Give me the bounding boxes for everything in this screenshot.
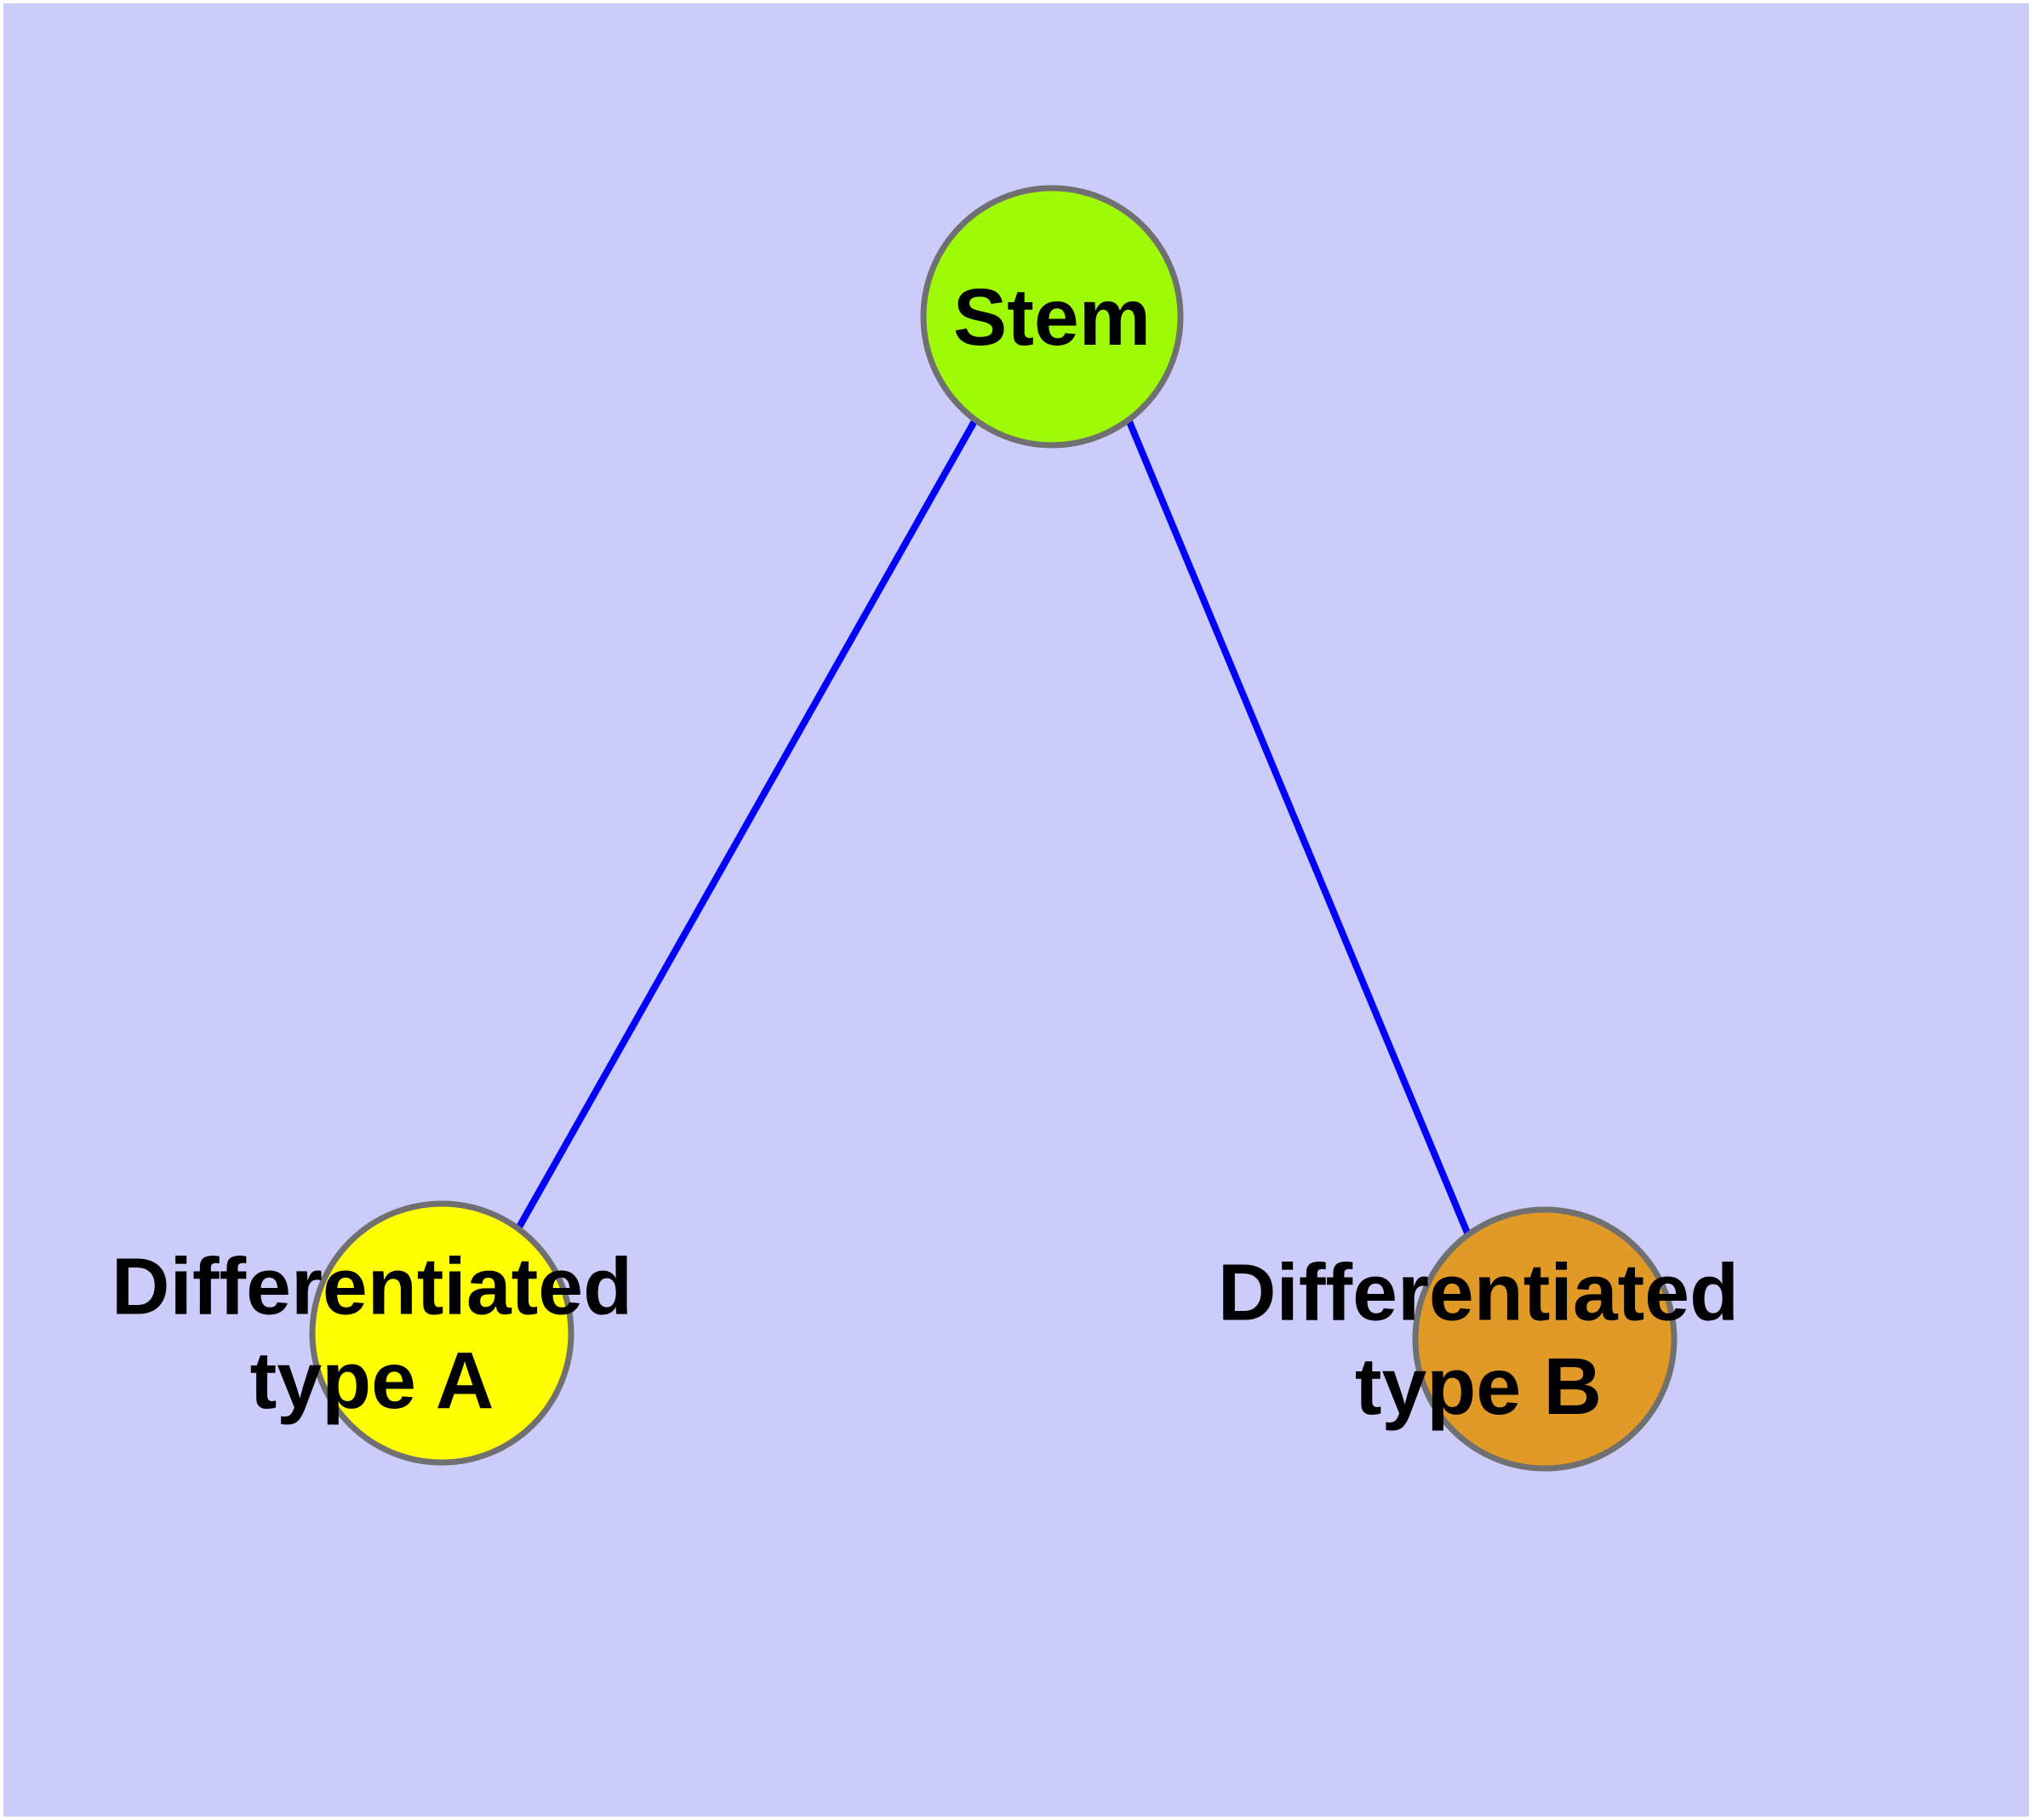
node-label-line: type A	[250, 1336, 494, 1426]
edge-layer	[514, 418, 1472, 1239]
node-label-line: Differentiated	[111, 1242, 632, 1332]
node-label-line: type B	[1355, 1342, 1602, 1432]
node-label-line: Differentiated	[1218, 1248, 1739, 1338]
node-circle-diff-b[interactable]	[1412, 1206, 1677, 1472]
node-layer	[309, 185, 1677, 1472]
node-label-line: Stem	[953, 272, 1151, 363]
node-circle-stem[interactable]	[920, 185, 1184, 449]
node-circle-diff-a[interactable]	[309, 1200, 574, 1466]
edge-stem-to-diff-a[interactable]	[514, 418, 979, 1232]
edge-stem-to-diff-b[interactable]	[1125, 418, 1472, 1239]
node-label-stem: Stem	[953, 272, 1151, 363]
